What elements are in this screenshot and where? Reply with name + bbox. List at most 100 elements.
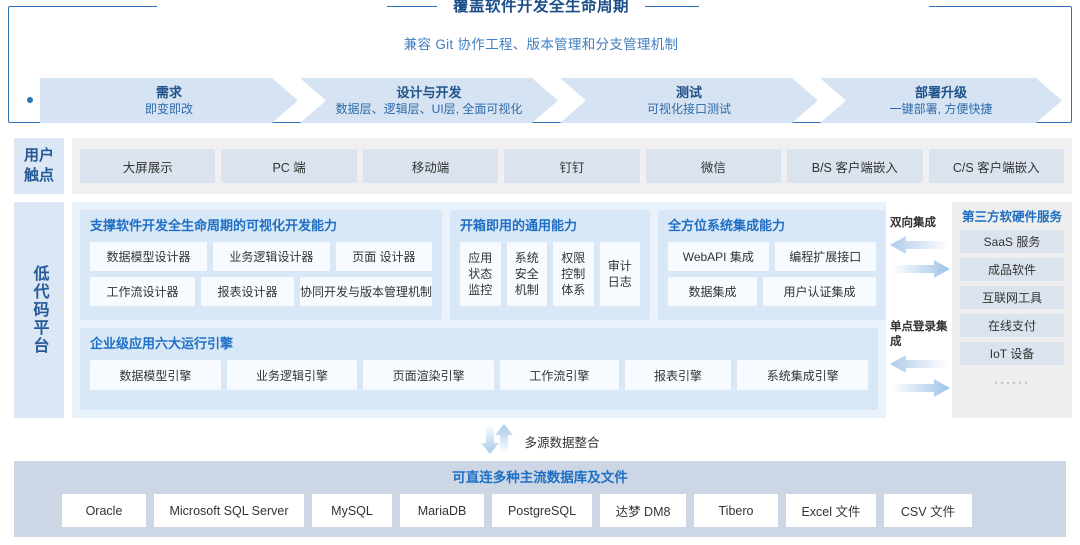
- chip-item[interactable]: 报表设计器: [201, 277, 294, 306]
- lifecycle-stage-4[interactable]: 部署升级一键部署, 方便快捷: [820, 78, 1062, 123]
- lifecycle-stage-desc: 即变即改: [144, 101, 193, 116]
- lifecycle-stage-2[interactable]: 设计与开发数据层、逻辑层、UI层, 全面可视化: [300, 78, 558, 123]
- chip-item[interactable]: 数据模型设计器: [90, 242, 207, 271]
- panel-engines: 企业级应用六大运行引擎 数据模型引擎业务逻辑引擎页面渲染引擎工作流引擎报表引擎系…: [80, 328, 878, 410]
- lifecycle-stage-1[interactable]: 需求即变即改: [40, 78, 298, 123]
- capability-chip-line: 审计: [607, 259, 632, 273]
- third-party-item[interactable]: ······: [994, 374, 1030, 389]
- capability-panels: 支撑软件开发全生命周期的可视化开发能力 数据模型设计器 业务逻辑设计器 页面 设…: [80, 210, 886, 320]
- capability-chip[interactable]: 权限控制体系: [553, 242, 594, 306]
- touchpoint-item[interactable]: C/S 客户端嵌入: [928, 149, 1064, 183]
- rail-lowcode-platform: 低代码平台: [14, 202, 64, 418]
- capability-chip-line: 日志: [607, 275, 632, 289]
- chip-item[interactable]: 数据集成: [668, 277, 757, 306]
- capability-chip-line: 应用: [468, 251, 493, 265]
- banner-notch-left: [157, 1, 387, 13]
- database-item[interactable]: 达梦 DM8: [600, 494, 686, 527]
- chip-item[interactable]: 用户认证集成: [763, 277, 876, 306]
- integration-arrows-column: 双向集成 单点登录集成: [890, 202, 952, 418]
- panel-system-integration: 全方位系统集成能力 WebAPI 集成 编程扩展接口 数据集成 用户认证集成: [658, 210, 886, 320]
- panel-engines-heading: 企业级应用六大运行引擎: [90, 336, 234, 351]
- third-party-item[interactable]: SaaS 服务: [960, 230, 1064, 253]
- third-party-item[interactable]: 互联网工具: [960, 286, 1064, 309]
- up-down-arrows-icon: [480, 423, 514, 459]
- capability-chip-line: 权限: [561, 251, 586, 265]
- touchpoint-item[interactable]: 钉钉: [504, 149, 640, 183]
- capability-chip-line: 安全: [514, 267, 539, 281]
- capability-chip[interactable]: 应用状态监控: [460, 242, 501, 306]
- chip-item[interactable]: 协同开发与版本管理机制: [300, 277, 433, 306]
- lifecycle-stage-title: 设计与开发: [396, 84, 462, 100]
- database-heading: 可直连多种主流数据库及文件: [452, 470, 628, 485]
- engine-chip[interactable]: 报表引擎: [624, 360, 732, 390]
- database-item[interactable]: PostgreSQL: [492, 494, 592, 527]
- lifecycle-stage-title: 部署升级: [914, 84, 967, 100]
- touchpoint-item[interactable]: 大屏展示: [80, 149, 216, 183]
- panel-visual-dev-heading: 支撑软件开发全生命周期的可视化开发能力: [90, 218, 338, 233]
- third-party-items: SaaS 服务成品软件互联网工具在线支付 IoT 设备 ······: [960, 230, 1064, 393]
- third-party-item[interactable]: IoT 设备: [960, 342, 1064, 365]
- panel-system-integration-row-2: 数据集成 用户认证集成: [668, 277, 876, 306]
- chip-item[interactable]: 工作流设计器: [90, 277, 195, 306]
- engine-chip[interactable]: 工作流引擎: [500, 360, 619, 390]
- lowcode-band: 支撑软件开发全生命周期的可视化开发能力 数据模型设计器 业务逻辑设计器 页面 设…: [72, 202, 886, 418]
- integration-sso-label: 单点登录集成: [890, 321, 948, 348]
- lifecycle-stage-desc: 一键部署, 方便快捷: [889, 101, 993, 116]
- database-item[interactable]: Oracle: [62, 494, 146, 527]
- rail-user-touchpoints-label: 用户触点: [23, 147, 54, 184]
- third-party-item[interactable]: 在线支付: [960, 314, 1064, 337]
- capability-chip[interactable]: 系统安全机制: [506, 242, 547, 306]
- capability-chip-line: 状态: [468, 267, 493, 281]
- chip-item[interactable]: WebAPI 集成: [668, 242, 769, 271]
- touchpoint-item[interactable]: PC 端: [221, 149, 357, 183]
- page-title: 覆盖软件开发全生命周期: [436, 0, 645, 19]
- banner-subtitle: 兼容 Git 协作工程、版本管理和分支管理机制: [403, 37, 679, 52]
- engine-chip[interactable]: 数据模型引擎: [90, 360, 221, 390]
- chip-item[interactable]: 编程扩展接口: [774, 242, 876, 271]
- capability-chip-line: 体系: [561, 283, 586, 297]
- integration-bidirectional-label: 双向集成: [890, 217, 936, 229]
- database-item[interactable]: Tibero: [694, 494, 778, 527]
- database-item[interactable]: Excel 文件: [786, 494, 876, 527]
- chip-item[interactable]: 页面 设计器: [335, 242, 432, 271]
- panel-engines-items: 数据模型引擎业务逻辑引擎页面渲染引擎工作流引擎报表引擎系统集成引擎: [90, 360, 869, 390]
- banner-notch-right: [699, 1, 929, 13]
- sso-arrows-icon: [890, 354, 952, 400]
- bracket-dot-left: [27, 97, 33, 103]
- panel-general-capability-items: 应用状态监控系统安全机制权限控制体系审计日志: [460, 242, 640, 306]
- database-item[interactable]: Microsoft SQL Server: [154, 494, 304, 527]
- database-item[interactable]: CSV 文件: [884, 494, 972, 527]
- capability-chip[interactable]: 审计日志: [599, 242, 640, 306]
- capability-chip-line: 系统: [514, 251, 539, 265]
- capability-chip-line: 控制: [561, 267, 586, 281]
- lifecycle-stages: 需求即变即改设计与开发数据层、逻辑层、UI层, 全面可视化测试可视化接口测试部署…: [8, 78, 1072, 123]
- third-party-item[interactable]: 成品软件: [960, 258, 1064, 281]
- database-item[interactable]: MySQL: [312, 494, 392, 527]
- touchpoint-item[interactable]: B/S 客户端嵌入: [787, 149, 923, 183]
- touchpoint-item[interactable]: 微信: [645, 149, 782, 183]
- multi-source-label: 多源数据整合: [524, 435, 600, 450]
- database-item[interactable]: MariaDB: [400, 494, 484, 527]
- capability-chip-line: 监控: [468, 283, 493, 297]
- engine-chip[interactable]: 系统集成引擎: [737, 360, 869, 390]
- lifecycle-stage-title: 测试: [675, 84, 702, 100]
- lifecycle-stage-desc: 可视化接口测试: [646, 101, 731, 116]
- engine-chip[interactable]: 页面渲染引擎: [363, 360, 495, 390]
- engine-chip[interactable]: 业务逻辑引擎: [226, 360, 358, 390]
- capability-chip-line: 机制: [514, 283, 539, 297]
- panel-system-integration-row-1: WebAPI 集成 编程扩展接口: [668, 242, 876, 271]
- panel-system-integration-heading: 全方位系统集成能力: [668, 218, 786, 233]
- panel-visual-dev-row-2: 工作流设计器 报表设计器 协同开发与版本管理机制: [90, 277, 433, 306]
- multi-source-connector: 多源数据整合: [0, 422, 1080, 460]
- lifecycle-stage-title: 需求: [155, 84, 182, 100]
- touchpoint-item[interactable]: 移动端: [362, 149, 499, 183]
- lifecycle-stage-3[interactable]: 测试可视化接口测试: [560, 78, 818, 123]
- chip-item[interactable]: 业务逻辑设计器: [212, 242, 330, 271]
- rail-user-touchpoints: 用户触点: [14, 138, 64, 194]
- lifecycle-stage-desc: 数据层、逻辑层、UI层, 全面可视化: [335, 101, 523, 116]
